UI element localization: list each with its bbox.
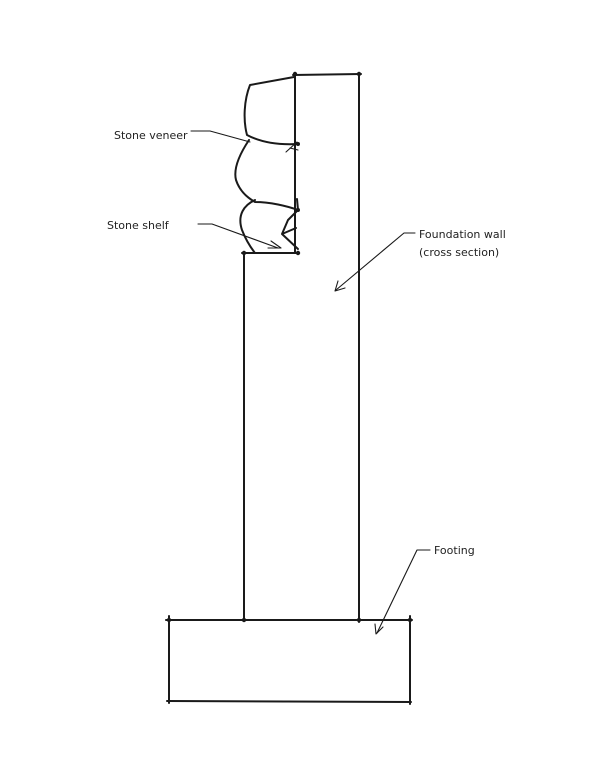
foundation-wall-top-edge	[292, 73, 362, 76]
veneer-stone-middle-accent	[285, 141, 299, 153]
corner-dot	[356, 71, 362, 77]
corner-dot	[241, 617, 247, 623]
foundation-wall-sublabel: (cross section)	[419, 246, 499, 259]
corner-dot	[356, 617, 362, 623]
stone-shelf-label: Stone shelf	[107, 219, 170, 232]
stone-shelf-leader	[197, 223, 279, 249]
footing	[165, 615, 413, 705]
corner-dot	[296, 142, 300, 146]
corner-dot	[296, 208, 300, 212]
veneer-stone-top	[243, 76, 299, 146]
footing-leader	[376, 549, 431, 634]
stone-veneer-label: Stone veneer	[114, 129, 188, 142]
stone-veneer	[234, 76, 299, 254]
footing-bottom-edge	[166, 700, 412, 703]
foundation-wall	[243, 73, 362, 623]
corner-dot	[295, 250, 301, 256]
veneer-stone-middle	[234, 139, 299, 211]
footing-label: Footing	[434, 544, 475, 557]
foundation-wall-arrowhead	[334, 280, 346, 292]
foundation-wall-label: Foundation wall	[419, 228, 506, 241]
corner-dot	[407, 617, 413, 623]
veneer-stone-bottom-right	[281, 209, 299, 250]
veneer-stone-bottom	[239, 199, 256, 254]
corner-dots	[166, 71, 413, 623]
stone-veneer-leader	[190, 130, 251, 143]
leader-lines	[190, 130, 431, 635]
footing-arrowhead	[374, 623, 384, 635]
foundation-wall-leader	[335, 232, 416, 291]
corner-dot	[292, 71, 298, 77]
stone-shelf-arrowhead	[267, 240, 282, 249]
corner-dot	[241, 250, 247, 256]
corner-dot	[166, 617, 172, 623]
